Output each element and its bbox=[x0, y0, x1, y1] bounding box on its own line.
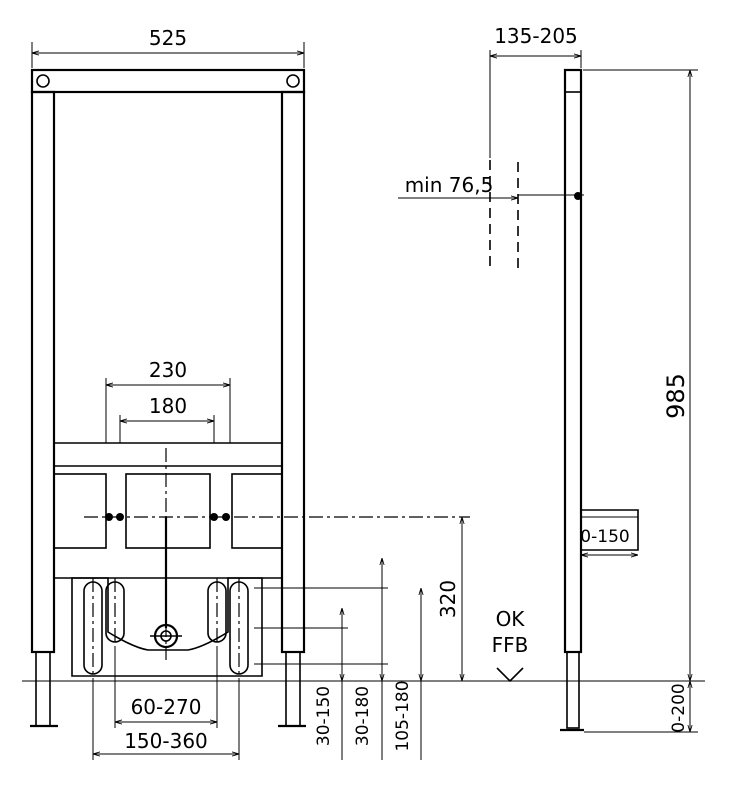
dim-depth-label: 135-205 bbox=[494, 24, 578, 48]
frame-left-upright bbox=[30, 90, 56, 654]
dim-min-label: min 76,5 bbox=[405, 173, 494, 197]
dim-180-label: 180 bbox=[149, 394, 187, 418]
dim-150-360-label: 150-360 bbox=[124, 729, 208, 753]
dim-320-label: 320 bbox=[436, 580, 460, 618]
side-view: min 76,5 135-205 985 0-150 0-200 OK FFB bbox=[398, 24, 698, 733]
mounting-plate-left bbox=[53, 473, 107, 549]
mounting-hole-left-icon bbox=[36, 74, 50, 88]
side-foot bbox=[566, 651, 580, 729]
dim-30-180-label: 30-180 bbox=[353, 686, 373, 746]
bottom-bracket bbox=[71, 577, 263, 677]
dim-total-height-label: 985 bbox=[662, 373, 690, 419]
dim-105-180-label: 105-180 bbox=[393, 680, 413, 751]
frame-right-foot bbox=[285, 651, 301, 727]
side-bracket bbox=[581, 509, 639, 551]
mounting-plate-right bbox=[231, 473, 283, 549]
front-view: 525 230 180 60-270 150-360 320 bbox=[22, 26, 705, 760]
dim-230-label: 230 bbox=[149, 358, 187, 382]
frame-top-bar bbox=[30, 68, 306, 94]
bolt-icon bbox=[222, 513, 230, 521]
frame-right-upright bbox=[280, 90, 306, 654]
floor-level-label-ffb: FFB bbox=[492, 633, 529, 657]
floor-level-label-ok: OK bbox=[496, 607, 526, 631]
side-upright bbox=[563, 68, 583, 654]
dim-bracket-label: 0-150 bbox=[580, 527, 629, 547]
dim-30-150-label: 30-150 bbox=[314, 686, 334, 746]
frame-left-foot bbox=[35, 651, 51, 727]
dim-60-270-label: 60-270 bbox=[131, 695, 202, 719]
mounting-plate-center bbox=[125, 473, 211, 549]
dim-width-label: 525 bbox=[149, 26, 187, 50]
dim-foot-label: 0-200 bbox=[669, 683, 689, 732]
floor-level-chevron-icon bbox=[496, 667, 524, 683]
mounting-hole-right-icon bbox=[286, 74, 300, 88]
